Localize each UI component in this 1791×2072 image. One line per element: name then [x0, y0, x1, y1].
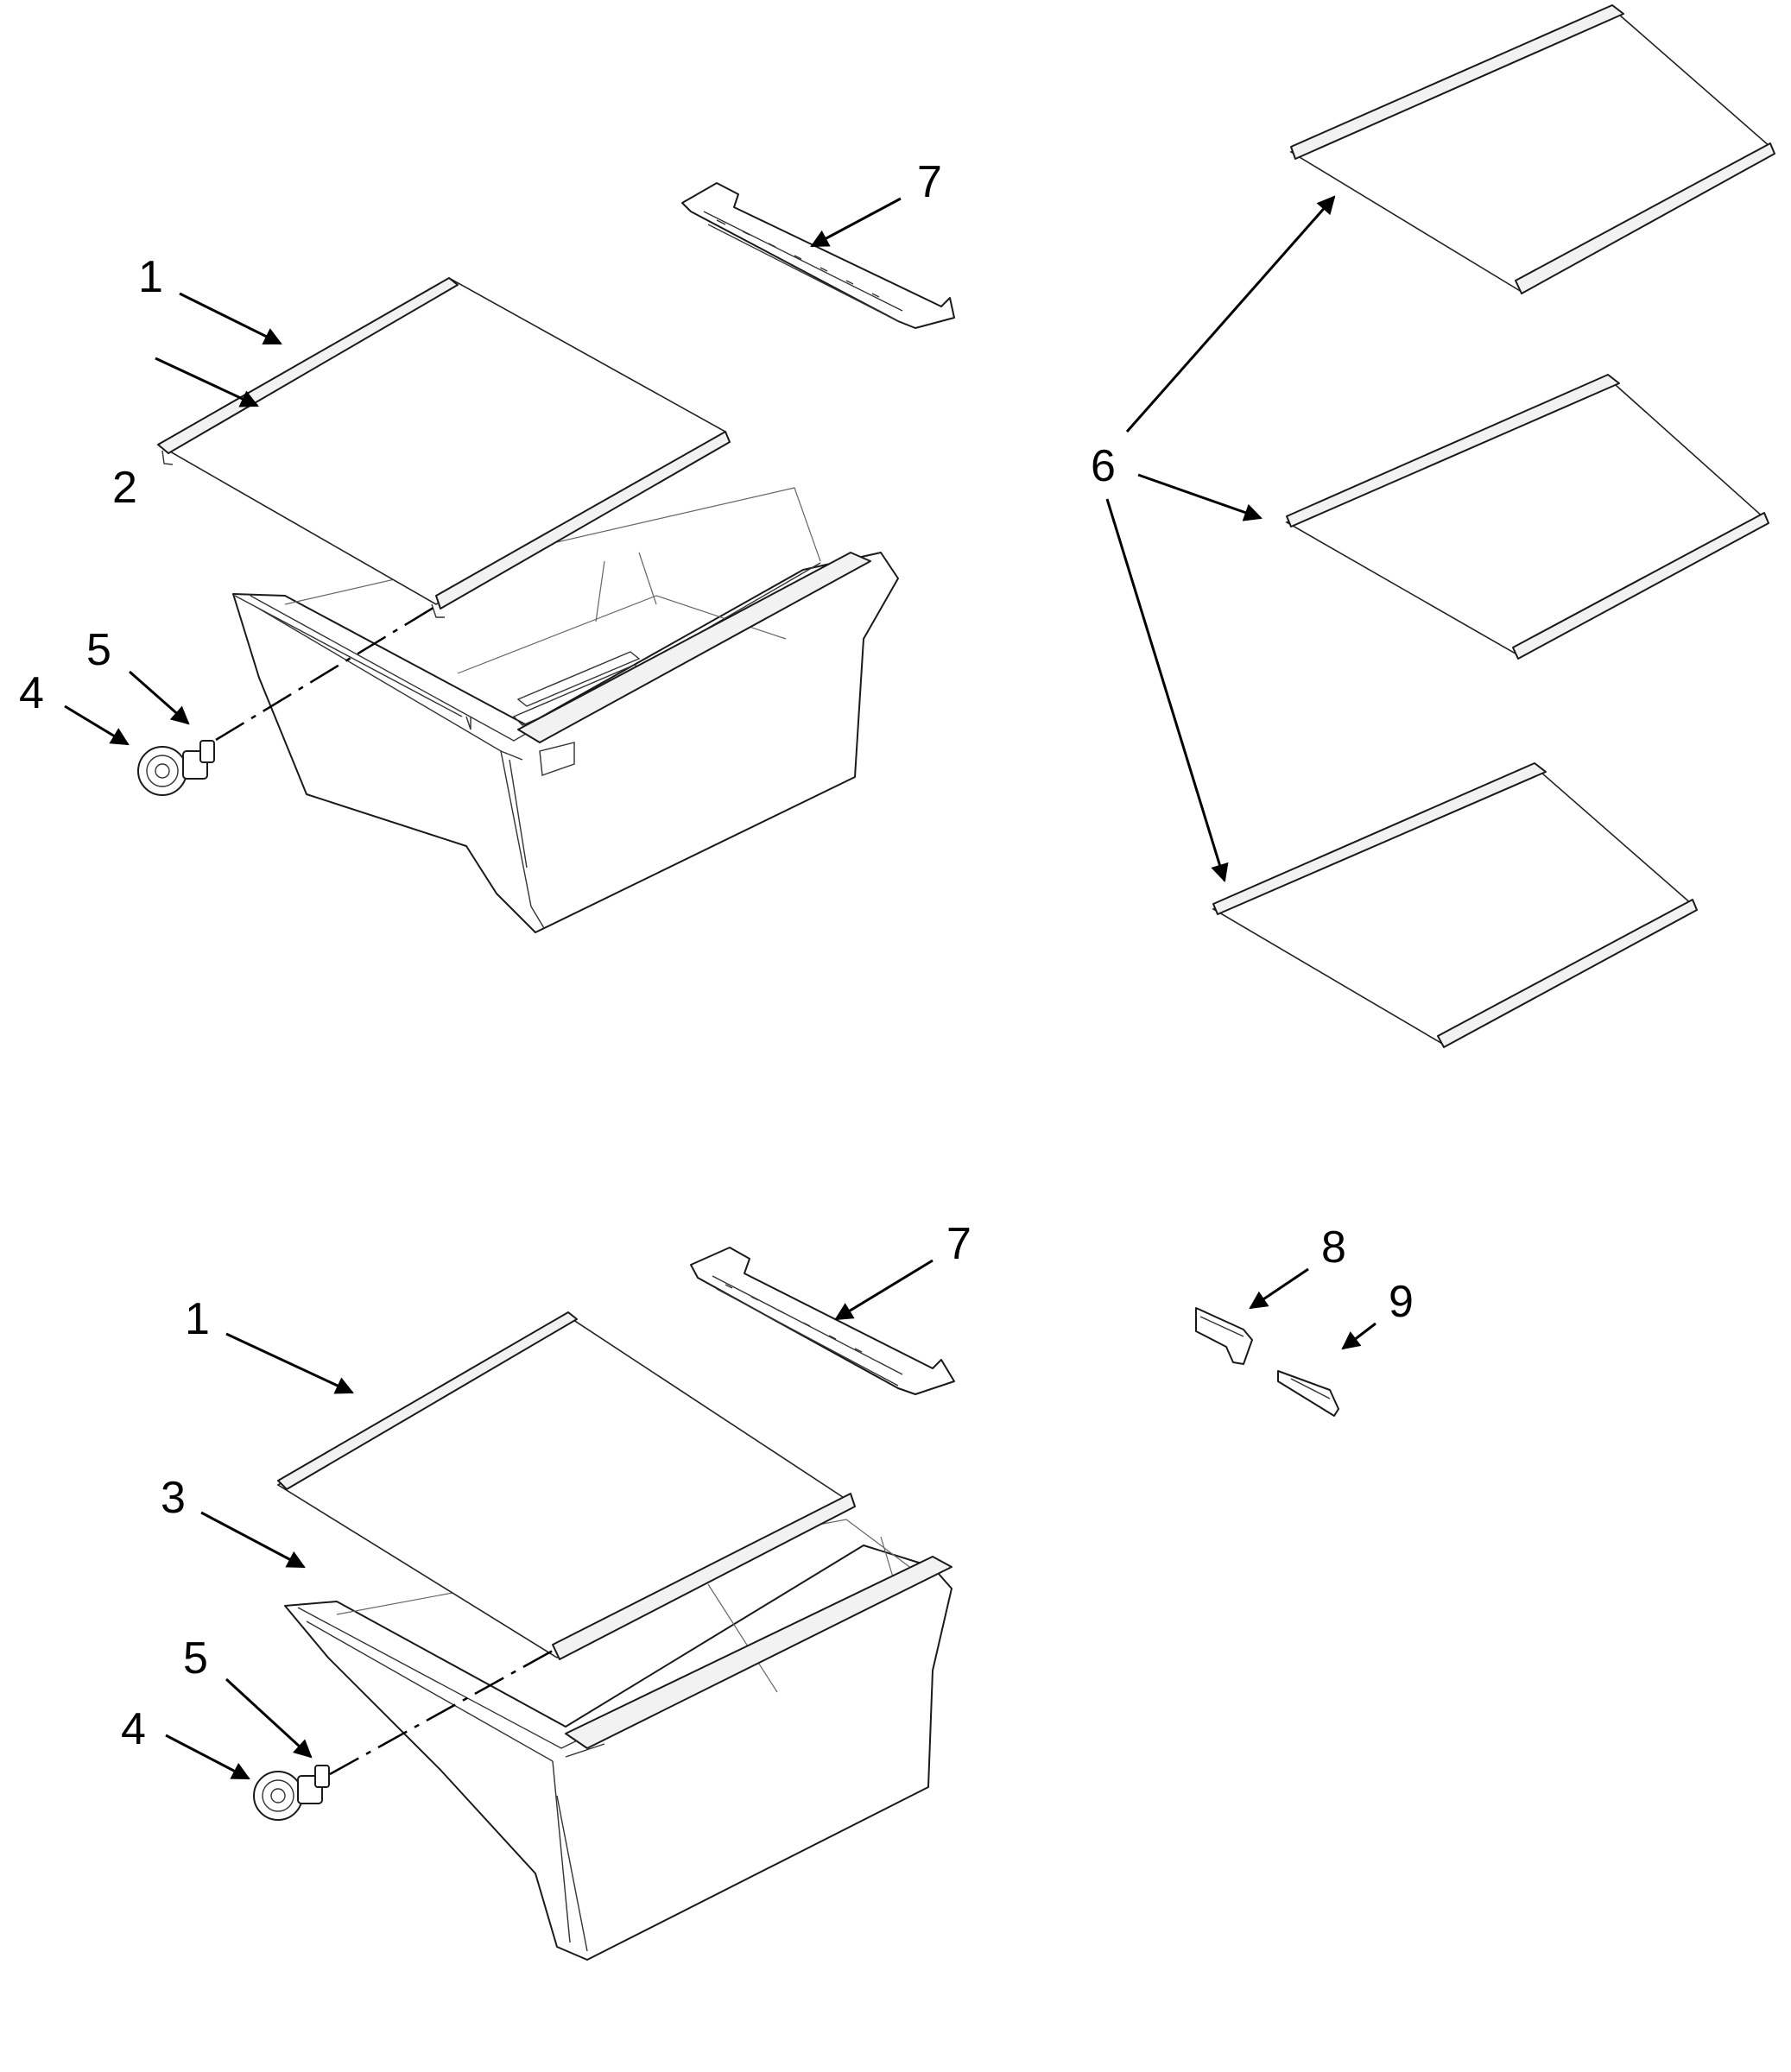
callout-bottom-3: 3	[161, 1473, 186, 1523]
callout-9: 9	[1389, 1277, 1414, 1327]
glass-shelf-middle	[1285, 374, 1769, 660]
glass-shelf-bottom	[1212, 762, 1698, 1048]
drawer-slide-rail-upper	[681, 182, 955, 329]
leader-bottom-5	[225, 1677, 313, 1759]
glass-shelf-top	[1289, 4, 1775, 294]
callout-bottom-5: 5	[183, 1633, 208, 1684]
callout-bottom-1: 1	[185, 1294, 210, 1344]
leader-6-to-middle-shelf	[1137, 473, 1263, 521]
leader-top-7	[810, 197, 902, 248]
drawer-slide-rail-lower	[690, 1247, 955, 1395]
leader-bottom-4	[165, 1734, 250, 1780]
leader-8	[1249, 1267, 1309, 1310]
callout-top-5: 5	[86, 625, 111, 675]
rail-clip-part-8	[1195, 1307, 1253, 1365]
leader-top-4	[64, 704, 130, 746]
callout-top-7: 7	[917, 157, 942, 207]
callout-top-4: 4	[19, 668, 44, 718]
callout-bottom-7: 7	[946, 1219, 971, 1269]
callout-8: 8	[1321, 1222, 1346, 1273]
callout-6: 6	[1091, 441, 1116, 491]
callout-top-2: 2	[112, 463, 137, 513]
rail-stop-part-9	[1277, 1370, 1339, 1417]
crisper-cover-shelf-lower	[276, 1311, 856, 1660]
leader-top-2	[155, 357, 259, 407]
leader-6-to-top-shelf	[1125, 195, 1336, 433]
crisper-drawer-upper	[232, 487, 899, 933]
leader-top-5	[129, 670, 190, 725]
meat-drawer-lower	[284, 1519, 952, 1961]
leader-9	[1341, 1322, 1376, 1350]
wheel-assembly-upper	[137, 740, 215, 796]
wheel-assembly-lower	[253, 1765, 330, 1821]
leader-bottom-1	[225, 1332, 354, 1394]
leader-bottom-7	[834, 1259, 933, 1321]
crisper-cover-shelf-upper	[156, 277, 731, 618]
callout-bottom-4: 4	[121, 1704, 146, 1754]
leader-bottom-3	[200, 1511, 306, 1569]
callout-top-1: 1	[138, 252, 163, 302]
leader-6-to-bottom-shelf	[1105, 498, 1229, 883]
leader-top-1	[179, 292, 282, 345]
